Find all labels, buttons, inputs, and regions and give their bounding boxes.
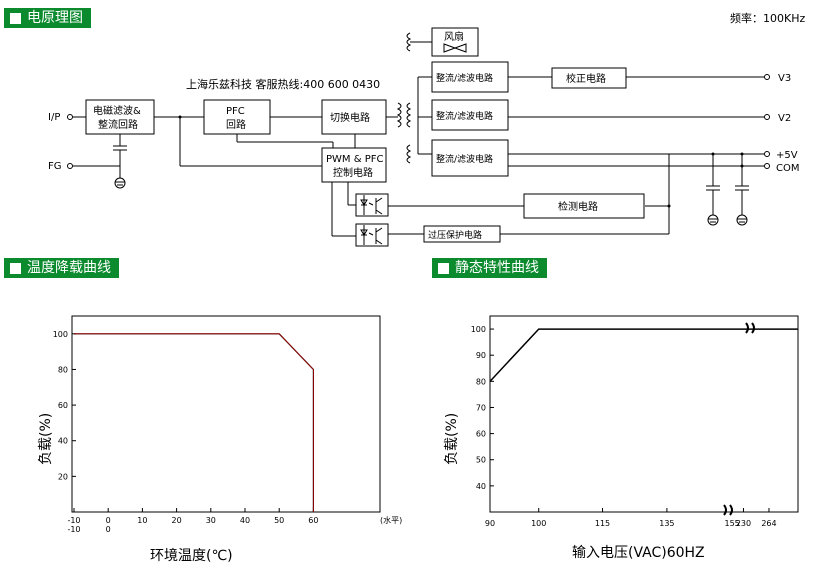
v2-label: V2 [778, 113, 791, 124]
derating-y-tick-label: 60 [58, 401, 68, 410]
pfc-block [203, 99, 271, 135]
section-tag-principle: 电原理图 [4, 8, 91, 28]
v3-label: V3 [778, 73, 791, 84]
emi-filter-line2: 整流回路 [98, 118, 138, 131]
section-tag-static: 静态特性曲线 [432, 258, 547, 278]
derating-x-tick-label: 20 [172, 516, 182, 525]
derating-plot-area [71, 315, 381, 513]
v5-label: +5V [776, 150, 798, 161]
derating-x-tick-label: 30 [206, 516, 216, 525]
derating-series-line-red [74, 333, 314, 512]
static-x-tick-label: 100 [531, 519, 546, 528]
derating-x-tick-label-second-row: 0 [106, 525, 111, 534]
derating-xlabel: 环境温度(℃) [150, 548, 233, 564]
static-x-tick-label: 90 [485, 519, 495, 528]
correction-label: 校正电路 [566, 72, 606, 85]
static-y-tick-label: 40 [476, 482, 486, 491]
pfc-line1: PFC [226, 106, 245, 117]
derating-x-unit-note: (水平) [380, 515, 402, 525]
static-series-line [489, 328, 798, 382]
derating-series-line [74, 333, 314, 512]
static-y-tick-label: 90 [476, 351, 486, 360]
derating-ylabel: 负载(%) [38, 413, 54, 465]
fan-label: 风扇 [444, 30, 464, 43]
derating-y-tick-label: 40 [58, 437, 68, 446]
pfc-line2: 回路 [226, 118, 246, 131]
derating-x-tick-label: 40 [240, 516, 250, 525]
static-ylabel: 负载(%) [444, 413, 460, 465]
ip-label: I/P [48, 112, 60, 123]
section-title-principle: 电原理图 [27, 10, 83, 26]
static-y-tick-label: 100 [471, 325, 486, 334]
static-x-tick-label: 135 [659, 519, 674, 528]
rectifier-block-2 [431, 99, 509, 131]
derating-x-tick-label-second-row: -10 [67, 525, 80, 534]
detect-label: 检测电路 [558, 200, 598, 213]
axis-break-icon [723, 322, 755, 516]
derating-x-tick-label: 50 [274, 516, 284, 525]
square-bullet-icon [438, 262, 449, 274]
derating-y-tick-label: 20 [58, 472, 68, 481]
transformer-icon [386, 32, 412, 164]
pwm-block [321, 147, 387, 183]
fan-block [431, 27, 479, 57]
correction-block [551, 67, 627, 89]
ground-icon [114, 177, 126, 189]
ground-icon [736, 214, 748, 226]
rectifier-block-1 [431, 61, 509, 93]
static-x-tick-label: 230 [736, 519, 751, 528]
switch-label: 切换电路 [330, 111, 370, 124]
optocoupler-icon [355, 193, 389, 217]
derating-x-tick-label: 10 [137, 516, 147, 525]
emi-filter-block [85, 99, 155, 135]
static-y-tick-label: 80 [476, 377, 486, 386]
derating-y-tick-label: 100 [53, 330, 68, 339]
rectifier-2-label: 整流/滤波电路 [436, 110, 493, 122]
static-y-tick-label: 50 [476, 456, 486, 465]
block-diagram: 上海乐兹科技 客服热线:400 600 0430 I/P FG 电磁滤波& 整流… [48, 27, 799, 247]
static-plot-area [489, 315, 799, 513]
com-label: COM [776, 163, 799, 174]
section-title-static: 静态特性曲线 [455, 260, 539, 276]
square-bullet-icon [10, 12, 21, 24]
derating-x-tick-label: -10 [67, 516, 80, 525]
static-x-tick-label: 115 [595, 519, 610, 528]
rectifier-3-label: 整流/滤波电路 [436, 153, 493, 165]
switch-block [321, 99, 387, 135]
derating-x-tick-label: 60 [308, 516, 318, 525]
ovp-label: 过压保护电路 [428, 229, 482, 241]
optocoupler-icon [355, 223, 389, 247]
static-x-tick-label: 155 [725, 519, 740, 528]
rectifier-block-3 [431, 139, 509, 177]
derating-y-tick-label: 80 [58, 365, 68, 374]
static-xlabel: 输入电压(VAC)60HZ [572, 545, 705, 561]
derating-chart: 20 40 60 80 100 -10 0 10 20 30 40 50 60 -10 0 (水平) 环境… [38, 315, 402, 564]
pwm-line2: 控制电路 [333, 166, 373, 179]
fan-icon [443, 43, 467, 53]
fg-label: FG [48, 161, 62, 172]
derating-x-tick-label: 0 [106, 516, 111, 525]
section-tag-derating: 温度降载曲线 [4, 258, 119, 278]
ground-icon [707, 214, 719, 226]
static-x-tick-label: 264 [761, 519, 776, 528]
square-bullet-icon [10, 262, 21, 274]
static-y-tick-label: 70 [476, 403, 486, 412]
section-title-derating: 温度降载曲线 [27, 260, 111, 276]
rectifier-1-label: 整流/滤波电路 [436, 72, 493, 84]
company-line: 上海乐兹科技 客服热线:400 600 0430 [186, 77, 380, 91]
static-y-tick-label: 60 [476, 430, 486, 439]
pwm-line1: PWM & PFC [326, 154, 383, 165]
emi-filter-line1: 电磁滤波& [93, 104, 141, 117]
frequency-label: 频率：100KHz [730, 12, 806, 25]
